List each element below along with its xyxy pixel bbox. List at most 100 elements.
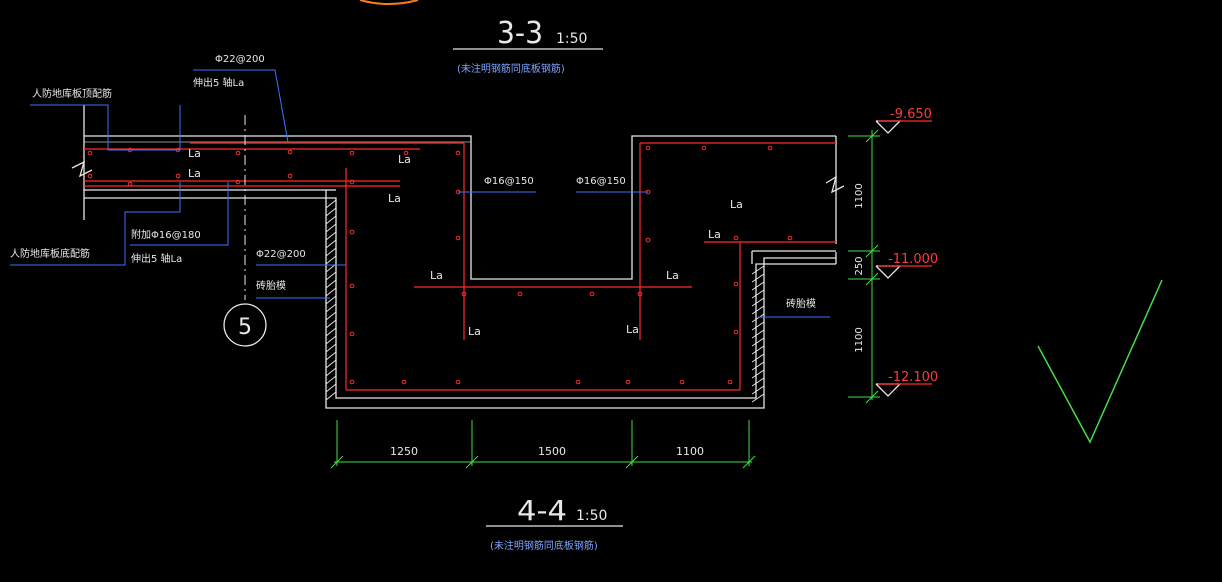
hatch-line	[325, 247, 337, 257]
hatch-line	[751, 321, 765, 331]
section-title-bottom-number: 4-4	[517, 494, 567, 527]
hdim-1: 1250	[390, 445, 418, 458]
rebar-lines	[84, 142, 836, 391]
label-la-4: La	[388, 192, 401, 205]
rebar-dot	[349, 229, 355, 235]
elevation-1: -9.650	[890, 107, 932, 122]
rebar-dot	[701, 145, 707, 151]
rebar-dot	[455, 150, 461, 156]
hdim-3: 1100	[676, 445, 704, 458]
rebar-dot	[87, 150, 93, 156]
rebar-dot	[349, 331, 355, 337]
hatch-line	[325, 335, 337, 345]
axis-bubble-5	[223, 303, 267, 347]
label-brick-right: 砖胎模	[786, 297, 816, 310]
break-symbol-right	[825, 175, 845, 194]
hatch-line	[325, 343, 337, 353]
hatch-line	[325, 295, 337, 305]
leader-lines	[10, 69, 830, 318]
rebar-dot	[127, 181, 133, 187]
rebar-dot	[235, 179, 241, 185]
section-title-top-number: 3-3	[497, 16, 543, 51]
rebar-dot	[733, 329, 739, 335]
top-edge-arc	[359, 0, 419, 5]
label-la-3: La	[398, 153, 411, 166]
rebar-dot	[87, 173, 93, 179]
hatch-line	[325, 375, 337, 385]
label-la-7: La	[626, 323, 639, 336]
hatch-line	[325, 255, 337, 265]
hatch-line	[325, 359, 337, 369]
rebar-dot	[461, 291, 467, 297]
label-left-bottom-note: 人防地库板底配筋	[10, 247, 90, 260]
hatch-line	[751, 369, 765, 379]
elevation-3: -12.100	[888, 370, 938, 385]
rebar-dot	[403, 150, 409, 156]
rebar-dot	[637, 291, 643, 297]
hatch-line	[325, 279, 337, 289]
rebar-dot	[455, 379, 461, 385]
label-la-2: La	[188, 167, 201, 180]
rebar-dot	[733, 235, 739, 241]
rebar-dot	[733, 281, 739, 287]
elevation-marker-3: -12.100	[875, 370, 938, 397]
hatch-line	[325, 367, 337, 377]
label-left-top-note: 人防地库板顶配筋	[32, 87, 112, 100]
hatch-line	[325, 223, 337, 233]
brick-formwork-right-hatch	[751, 265, 765, 403]
label-brick-left: 砖胎模	[256, 279, 286, 292]
rebar-dot	[401, 379, 407, 385]
brick-formwork-left-hatch	[325, 189, 337, 401]
rebar-dot	[625, 379, 631, 385]
hatch-line	[751, 385, 765, 395]
rebar-dot	[645, 145, 651, 151]
section-title-bottom-scale: 1:50	[576, 508, 607, 524]
hatch-line	[751, 265, 765, 275]
rebar-dots	[87, 145, 793, 385]
hatch-line	[751, 337, 765, 347]
hatch-line	[325, 287, 337, 297]
hatch-line	[325, 327, 337, 337]
rebar-dot	[235, 150, 241, 156]
hatch-line	[751, 297, 765, 307]
rebar-dot	[727, 379, 733, 385]
hatch-line	[325, 215, 337, 225]
hatch-line	[325, 303, 337, 313]
vertical-dimension-chain: 1100 250 1100	[848, 129, 880, 404]
break-symbol-left	[71, 160, 93, 178]
vdim-1: 1100	[854, 183, 865, 208]
elevation-markers: -9.650 -11.000 -12.100	[875, 107, 938, 397]
hatch-line	[751, 377, 765, 387]
check-mark	[1037, 279, 1163, 444]
rebar-dot	[679, 379, 685, 385]
hatch-line	[751, 273, 765, 283]
label-pit-rebar-right: Φ16@150	[576, 176, 626, 187]
hatch-line	[751, 281, 765, 291]
label-added-rebar: 附加Φ16@180	[131, 228, 201, 241]
hatch-line	[325, 207, 337, 217]
elevation-marker-2: -11.000	[875, 252, 938, 279]
section-title-top: 3-3 1:50 (未注明钢筋同底板钢筋)	[453, 16, 603, 75]
section-title-top-note: (未注明钢筋同底板钢筋)	[457, 62, 565, 75]
label-pit-rebar-left: Φ16@150	[484, 176, 534, 187]
label-mid-rebar: Φ22@200	[256, 249, 306, 260]
horizontal-dimension-chain: 1250 1500 1100	[330, 420, 756, 469]
label-added-rebar-anchor: 伸出5 轴La	[131, 252, 182, 265]
rebar-dot	[349, 379, 355, 385]
hatch-line	[751, 305, 765, 315]
annotation-labels: Φ22@200 伸出5 轴La 人防地库板顶配筋 人防地库板底配筋 附加Φ16@…	[10, 54, 816, 338]
rebar-dot	[455, 235, 461, 241]
elevation-2: -11.000	[888, 252, 938, 267]
rebar-dot	[349, 283, 355, 289]
label-la-5: La	[430, 269, 443, 282]
hatch-line	[751, 329, 765, 339]
hatch-line	[751, 345, 765, 355]
hatch-line	[325, 391, 337, 401]
hatch-line	[325, 239, 337, 249]
hatch-line	[325, 319, 337, 329]
vdim-2: 250	[854, 256, 865, 275]
hatch-line	[325, 271, 337, 281]
label-top-rebar: Φ22@200	[215, 54, 265, 65]
hatch-line	[325, 383, 337, 393]
section-title-top-scale: 1:50	[556, 31, 587, 47]
